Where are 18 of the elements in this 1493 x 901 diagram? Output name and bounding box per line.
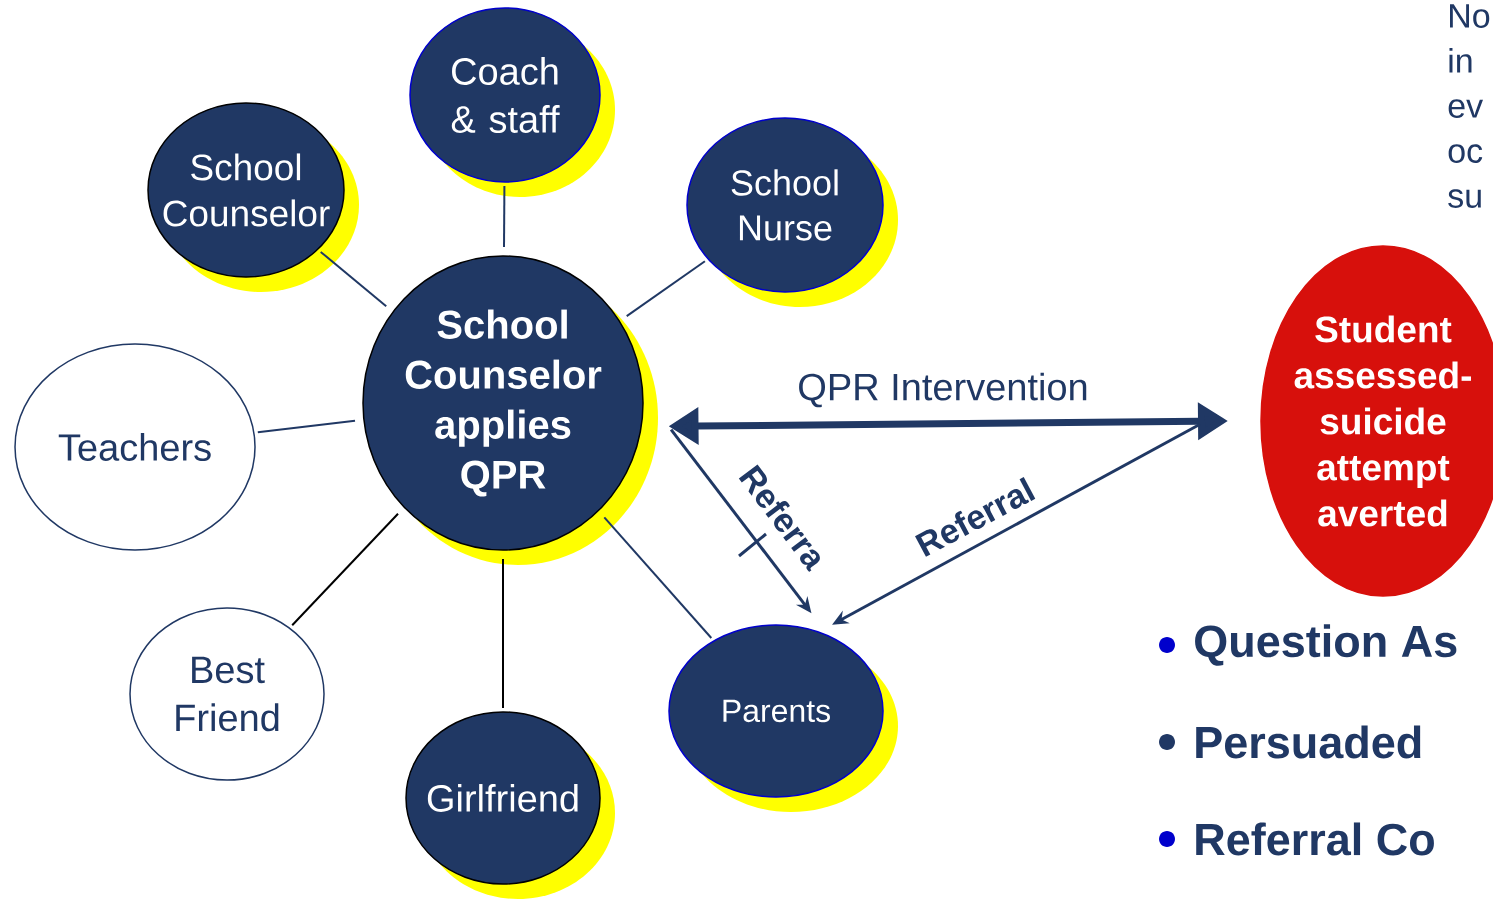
circle-node: Girlfriend: [405, 711, 615, 899]
circle-node: Parents: [668, 624, 898, 812]
circle-node: School Counselor: [147, 102, 359, 292]
connector-line: [291, 512, 399, 627]
connector-line: [319, 250, 388, 308]
circle-node: Best Friend: [129, 607, 325, 781]
bullet-item: Persuaded: [1196, 725, 1421, 759]
note-text: No in ev oc su: [1448, 4, 1490, 208]
circle-node: School Nurse: [686, 117, 898, 307]
circle-node: Coach & staff: [409, 7, 615, 197]
connector-line: [256, 419, 356, 434]
circle-node: Teachers: [14, 343, 256, 551]
connector-line: [603, 516, 713, 639]
connector-line: [625, 260, 706, 318]
connector-line: [502, 558, 504, 709]
bullet-item: Referral Co: [1196, 822, 1434, 856]
edge-label: QPR Intervention: [799, 372, 1087, 408]
connector-line: [503, 185, 506, 248]
